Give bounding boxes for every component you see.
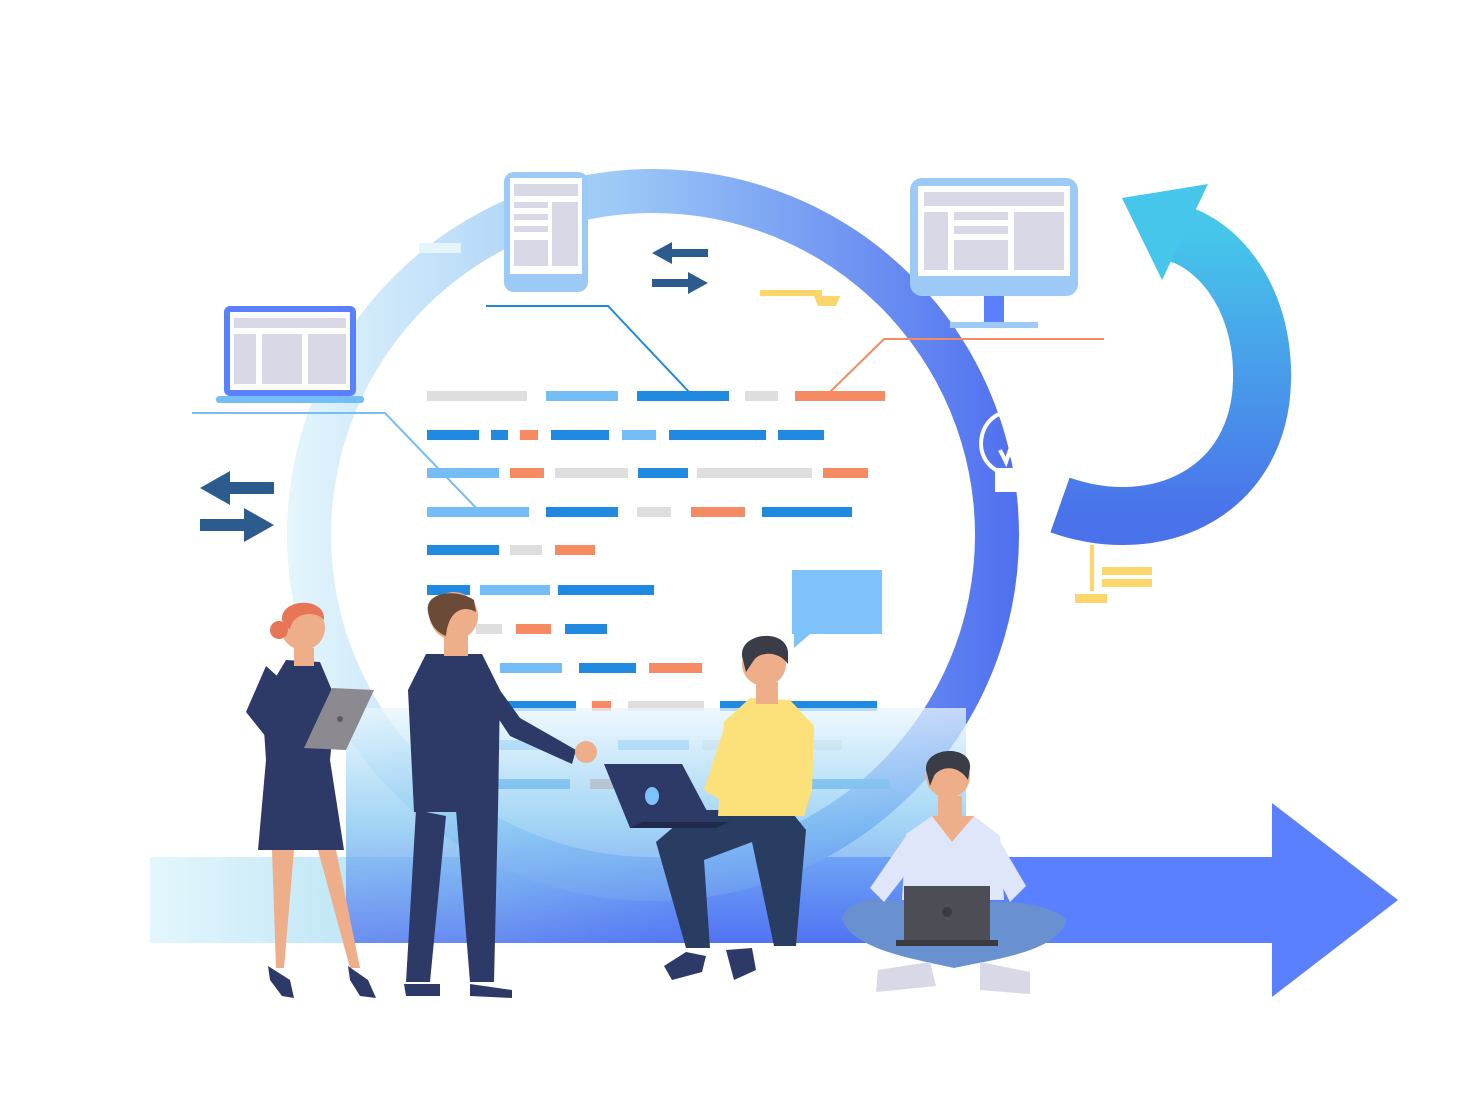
code-line-segment: [622, 430, 656, 440]
code-line-segment: [516, 624, 551, 634]
laptop-icon: [216, 306, 364, 403]
code-line-segment: [579, 663, 636, 673]
code-line-segment: [669, 430, 766, 440]
code-line-segment: [427, 468, 499, 478]
woman-with-tablet: [246, 602, 376, 998]
code-line-segment: [638, 468, 688, 478]
code-line-segment: [500, 663, 562, 673]
code-line-segment: [637, 507, 671, 517]
curved-return-arrow-icon: [1050, 184, 1292, 546]
tablet-icon: [504, 172, 588, 292]
code-line-segment: [823, 468, 868, 478]
code-line-segment: [778, 430, 824, 440]
code-line-segment: [565, 624, 607, 634]
code-line-segment: [510, 545, 542, 555]
exchange-arrows-icon: [200, 471, 274, 542]
code-line-segment: [490, 701, 576, 711]
man-sitting-with-laptop: [604, 635, 814, 980]
code-line-segment: [555, 545, 595, 555]
code-line-segment: [491, 430, 508, 440]
code-line-segment: [480, 585, 550, 595]
code-line-segment: [628, 701, 704, 711]
code-line-segment: [427, 507, 529, 517]
decorative-marks: [419, 243, 1152, 603]
code-line-segment: [762, 507, 852, 517]
code-line-segment: [427, 430, 479, 440]
code-line-segment: [691, 507, 745, 517]
code-line-segment: [427, 391, 527, 401]
code-line-segment: [555, 468, 628, 478]
man-in-suit-pointing: [404, 592, 597, 998]
code-line-segment: [637, 391, 729, 401]
code-line-segment: [546, 391, 618, 401]
code-line-segment: [427, 545, 499, 555]
connector-lines: [192, 305, 1104, 513]
chat-bubble-icon: [792, 570, 882, 648]
code-line-segment: [558, 585, 654, 595]
exchange-arrows-icon: [652, 242, 708, 294]
code-line-segment: [427, 585, 470, 595]
code-line-segment: [551, 430, 609, 440]
code-line-segment: [795, 391, 885, 401]
code-line-segment: [697, 468, 812, 478]
code-line-segment: [520, 430, 538, 440]
code-line-segment: [592, 701, 611, 711]
code-line-segment: [510, 468, 544, 478]
code-line-segment: [476, 624, 502, 634]
man-cross-legged-with-laptop: [842, 750, 1066, 994]
lightbulb-icon: [979, 409, 1041, 492]
code-line-segment: [649, 663, 702, 673]
code-line-segment: [720, 701, 877, 711]
code-line-segment: [546, 507, 618, 517]
code-line-segment: [745, 391, 778, 401]
monitor-icon: [910, 178, 1078, 328]
